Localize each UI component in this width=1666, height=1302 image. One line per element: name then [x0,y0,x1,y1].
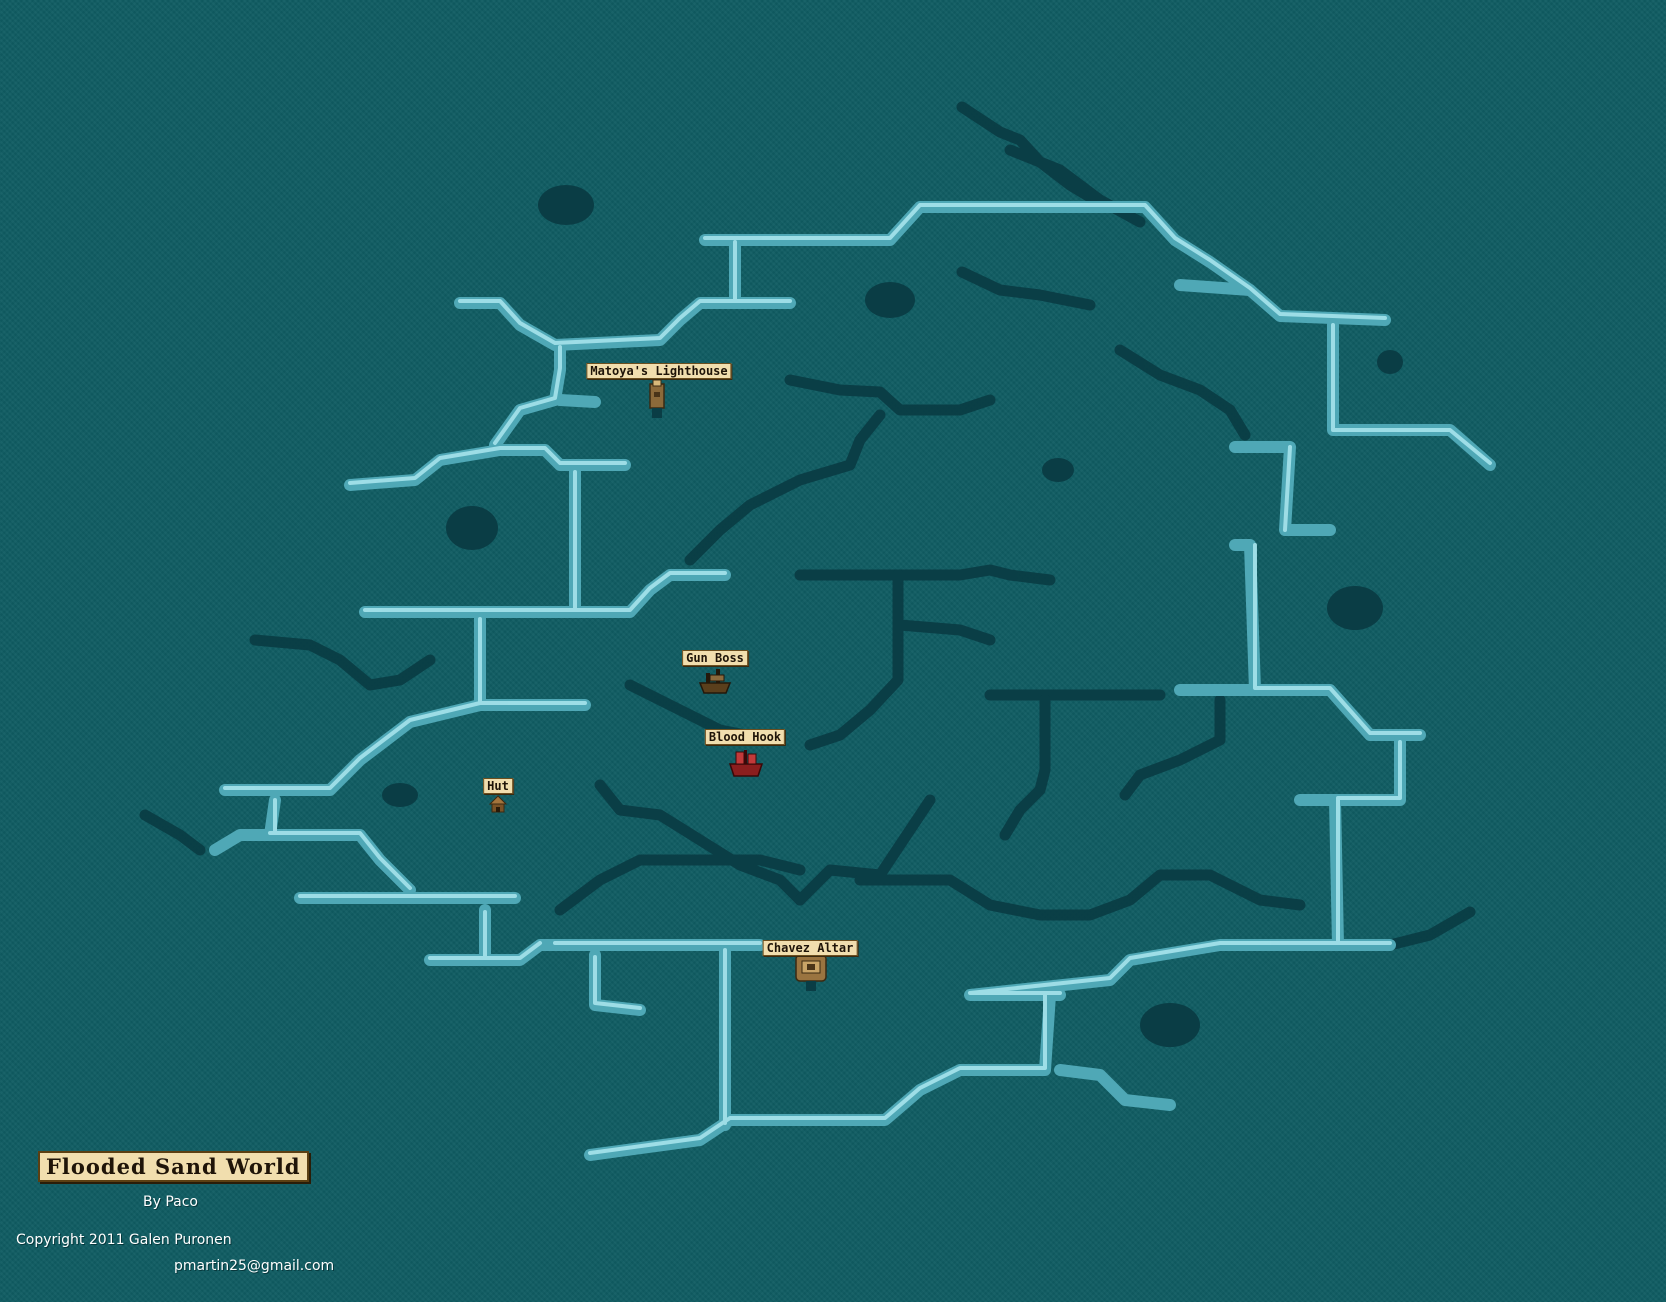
pool [446,506,498,550]
pool [382,783,418,807]
trench [249,634,436,691]
pool [1377,350,1403,374]
reef-highlight [1331,323,1492,465]
hut-icon [488,795,508,813]
reef-highlight [968,941,1340,995]
deep-pools [382,185,1403,1047]
reef-highlight [493,345,562,445]
location-label-hut[interactable]: Hut [483,778,513,794]
reef [584,939,1344,1161]
contact-email: pmartin25@gmail.com [174,1258,335,1274]
reef-highlight [588,993,1047,1155]
reef-highlight [428,941,542,960]
reef-walls [209,201,1496,1161]
reef-highlight [268,831,412,890]
trench [594,779,806,906]
location-label-matoyas-lighthouse[interactable]: Matoya's Lighthouse [586,363,732,379]
reef-highlight [1253,543,1422,735]
ship-icon [698,669,732,694]
red-ship-icon [728,750,764,777]
reef [1174,279,1256,296]
reef [1294,734,1406,951]
reef [1229,441,1336,536]
trench [139,809,206,856]
reef [1054,1064,1176,1111]
reef-highlight [458,299,792,345]
reef-highlight [593,955,642,1010]
reef-highlight [1283,445,1292,532]
reef [219,699,591,796]
deep-trenches [139,101,1476,951]
trench [554,854,806,916]
location-label-gun-boss[interactable]: Gun Boss [682,650,748,666]
trench [956,101,1096,203]
location-label-blood-hook[interactable]: Blood Hook [704,729,786,745]
pool [1042,458,1074,482]
pool [538,185,594,225]
reef [209,794,281,856]
reef [554,394,601,408]
pool [1327,586,1383,630]
map-title: Flooded Sand World [38,1151,309,1182]
reef-highlight [703,203,1387,320]
copyright-notice: Copyright 2011 Galen Puronen [16,1232,232,1248]
reef [359,569,731,618]
reef [699,201,1391,326]
trench [1119,694,1226,801]
trench [684,409,886,566]
trench [1384,906,1476,951]
lighthouse-icon [649,379,665,418]
pool [865,282,915,318]
trench [784,374,996,416]
trench [894,619,996,646]
reef-highlight [348,446,627,485]
trench [999,694,1051,841]
reef-highlight [223,701,587,790]
trench [956,266,1096,311]
trench [794,564,1056,586]
trench [854,869,1306,921]
reef-highlight [363,571,727,612]
author-credit: By Paco [143,1194,198,1210]
pool [1140,1003,1200,1047]
reef-highlight [1336,740,1402,945]
trench [804,569,904,751]
location-label-chavez-altar[interactable]: Chavez Altar [762,940,858,956]
reef [264,829,416,896]
altar-icon [795,954,827,991]
trench [1114,344,1251,441]
